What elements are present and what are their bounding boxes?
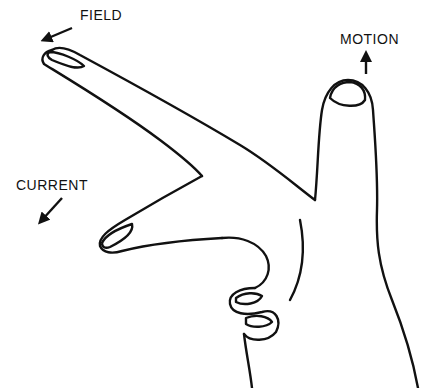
ring-finger [230, 288, 279, 340]
pinky-nail [246, 316, 272, 327]
thumb-nail [330, 82, 365, 106]
field-arrow [46, 28, 72, 39]
palm-crease [222, 238, 269, 288]
current-arrow [42, 198, 62, 220]
index-finger-top [52, 48, 315, 200]
index-finger-bottom [42, 50, 202, 176]
current-label: CURRENT [16, 178, 88, 192]
palm-edge [244, 334, 252, 388]
field-label: FIELD [80, 8, 122, 22]
motion-label: MOTION [340, 32, 399, 46]
middle-nail [102, 224, 132, 248]
motion-arrow [365, 56, 367, 74]
palm-line [290, 220, 303, 300]
index-nail [48, 52, 84, 68]
ring-nail [236, 293, 262, 304]
thumb [315, 80, 418, 388]
middle-finger [100, 176, 222, 253]
